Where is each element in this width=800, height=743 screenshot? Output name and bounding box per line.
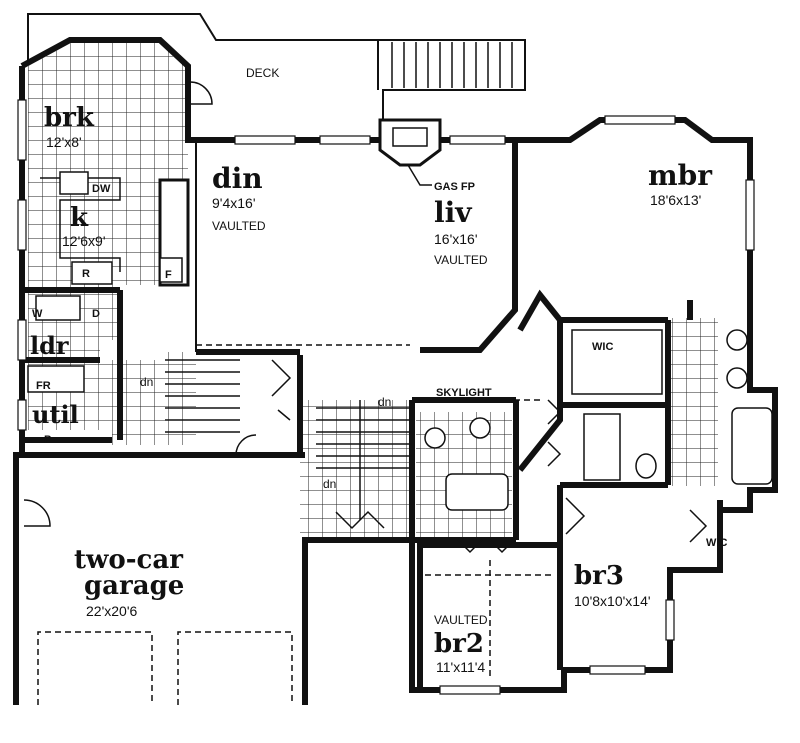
dashed-outlines (196, 344, 555, 680)
liv-note: VAULTED (434, 253, 488, 267)
gas-fp-label: GAS FP (434, 181, 475, 193)
garage-name-line1: two-car (74, 545, 183, 575)
din-name: din (212, 162, 263, 195)
liv-size: 16'x16' (434, 231, 478, 247)
brk-name: brk (44, 103, 95, 133)
w-label: W (32, 308, 43, 320)
wic-master-label: WIC (592, 341, 613, 353)
liv-name: liv (434, 196, 472, 229)
r-label: R (82, 268, 90, 280)
windows (17, 99, 755, 695)
dw-label: DW (92, 183, 111, 195)
kitchen-fixtures (27, 171, 183, 393)
dn-main-label: dn (140, 375, 153, 389)
mbr-size: 18'6x13' (650, 192, 701, 208)
br2-name: br2 (434, 629, 484, 659)
door-swings (23, 81, 708, 554)
mbr-name: mbr (648, 159, 713, 192)
k-name: k (70, 203, 89, 233)
f-label: F (165, 269, 172, 281)
garage-size: 22'x20'6 (86, 603, 137, 619)
br2-note: VAULTED (434, 613, 488, 627)
garage-name-line2: garage (84, 571, 184, 601)
din-size: 9'4x16' (212, 195, 256, 211)
deck (27, 13, 526, 120)
room-labels: DECK GAS FP brk 12'x8' DW k 12'6x9' R F … (30, 66, 727, 675)
util-name: util (32, 400, 79, 429)
interior-walls (22, 140, 723, 690)
skylight-label: SKYLIGHT (436, 387, 492, 399)
wic-br3-label: WIC (706, 537, 727, 549)
d-label: D (92, 308, 100, 320)
bath-fixtures (424, 329, 773, 511)
gas-fireplace (378, 118, 442, 186)
br3-name: br3 (574, 561, 624, 591)
deck-stairs (391, 42, 513, 88)
brk-size: 12'x8' (46, 134, 82, 150)
deck-label: DECK (246, 66, 279, 80)
stairs (165, 359, 412, 520)
br2-size: 11'x11'4 (436, 659, 485, 675)
garage-doors (37, 631, 293, 705)
dn-lower-label: dn (323, 477, 336, 491)
br3-size: 10'8x10'x14' (574, 593, 651, 609)
din-note: VAULTED (212, 219, 266, 233)
ldr-name: ldr (30, 331, 69, 360)
fr-label: FR (36, 380, 51, 392)
dn-hall-label: dn (378, 395, 391, 409)
p-label: P (44, 434, 51, 446)
k-size: 12'6x9' (62, 233, 106, 249)
